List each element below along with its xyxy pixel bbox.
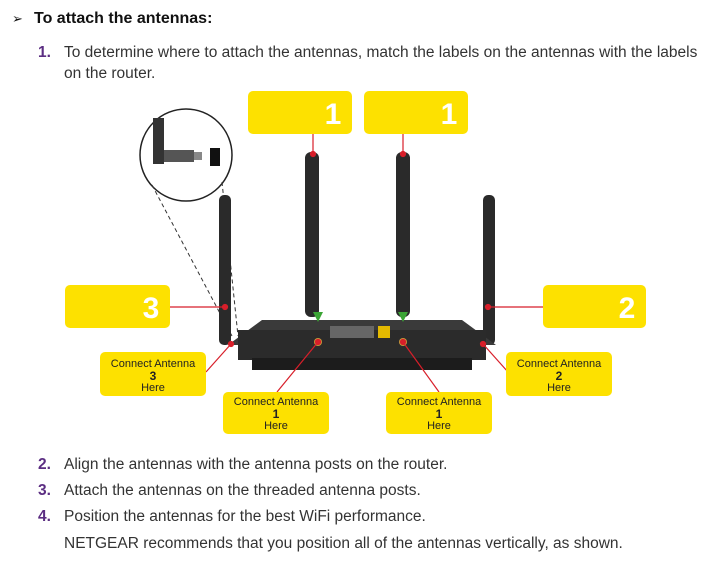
antenna-center-right xyxy=(396,152,410,317)
svg-text:Connect Antenna: Connect Antenna xyxy=(111,358,196,370)
connect-label-2: Connect Antenna 2 Here xyxy=(506,352,612,396)
svg-text:1: 1 xyxy=(273,407,280,421)
zoom-detail-inset xyxy=(139,108,239,337)
step-1: 1. To determine where to attach the anten… xyxy=(38,42,718,84)
antennas xyxy=(219,152,495,345)
step-number: 1. xyxy=(38,44,51,61)
leader-lines xyxy=(170,134,543,393)
svg-text:Here: Here xyxy=(547,382,571,394)
antenna-tag-number: 2 xyxy=(619,292,636,325)
svg-text:Connect Antenna: Connect Antenna xyxy=(517,358,602,370)
svg-text:Here: Here xyxy=(427,420,451,432)
svg-text:1: 1 xyxy=(436,407,443,421)
svg-text:Connect Antenna: Connect Antenna xyxy=(397,396,482,408)
step-number: 3. xyxy=(38,482,51,499)
recommendation-note: NETGEAR recommends that you position all… xyxy=(64,535,623,552)
step-text: Align the antennas with the antenna post… xyxy=(64,456,448,473)
step-number: 4. xyxy=(38,508,51,525)
step-2: 2. Align the antennas with the antenna po… xyxy=(38,454,447,475)
antenna-tag-number: 1 xyxy=(441,98,458,131)
step-3: 3. Attach the antennas on the threaded an… xyxy=(38,480,421,501)
arrow-down-icon xyxy=(313,312,323,322)
connect-labels: Connect Antenna 3 Here Connect Antenna 1… xyxy=(100,352,612,434)
svg-text:2: 2 xyxy=(556,369,563,383)
antenna-center-left xyxy=(305,152,319,317)
arrow-down-icon xyxy=(398,312,408,322)
router xyxy=(228,312,496,370)
step-text: Position the antennas for the best WiFi … xyxy=(64,508,426,525)
antenna-left xyxy=(219,195,231,345)
antenna-right xyxy=(483,195,495,345)
antenna-tags: 1 1 3 2 xyxy=(65,91,646,328)
svg-text:Here: Here xyxy=(141,382,165,394)
bullet-arrow-icon: ➢ xyxy=(12,11,23,26)
antenna-tag-number: 1 xyxy=(325,98,342,131)
svg-text:Here: Here xyxy=(264,420,288,432)
antenna-tag-number: 3 xyxy=(143,292,160,325)
connect-label-1-right: Connect Antenna 1 Here xyxy=(386,392,492,434)
step-text: To determine where to attach the antenna… xyxy=(64,44,698,82)
step-text: Attach the antennas on the threaded ante… xyxy=(64,482,421,499)
step-4: 4. Position the antennas for the best WiF… xyxy=(38,506,426,527)
section-heading: ➢ To attach the antennas: xyxy=(12,10,212,28)
svg-text:3: 3 xyxy=(150,369,157,383)
connect-label-3: Connect Antenna 3 Here xyxy=(100,352,206,396)
svg-text:Connect Antenna: Connect Antenna xyxy=(234,396,319,408)
heading-text: To attach the antennas: xyxy=(34,10,213,27)
connect-label-1-left: Connect Antenna 1 Here xyxy=(223,392,329,434)
step-number: 2. xyxy=(38,456,51,473)
